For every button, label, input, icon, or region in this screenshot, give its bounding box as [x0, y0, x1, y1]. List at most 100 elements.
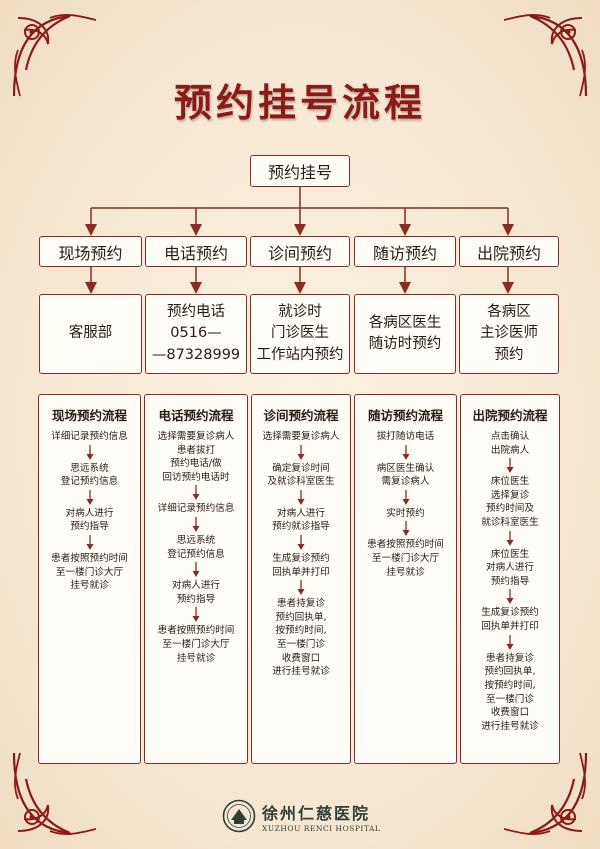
info-line: —87328999 — [151, 346, 241, 363]
info-line: 就诊时 — [278, 304, 322, 321]
flow-step: 思远系统登记预约信息 — [145, 534, 247, 561]
flow-step-line: 预约电话/做 — [170, 458, 222, 470]
flow-step-line: 需复诊病人 — [381, 476, 430, 488]
down-arrow-icon — [192, 485, 200, 501]
flow-step: 详细记录预约信息 — [39, 430, 140, 444]
flow-step-line: 思远系统 — [176, 535, 216, 547]
flow-step: 实时预约 — [355, 507, 456, 521]
flow-step-line: 预约就诊指导 — [272, 521, 330, 533]
down-arrow-icon — [506, 634, 514, 650]
flow-step: 患者按照预约时间至一楼门诊大厅挂号就诊 — [39, 552, 140, 593]
flow-step-line: 拔打随访电话 — [376, 431, 435, 442]
hospital-seal-icon — [222, 799, 256, 833]
down-arrow-icon — [86, 489, 93, 505]
down-arrow-icon — [192, 517, 200, 533]
flow-step-line: 就诊科室医生 — [481, 517, 539, 529]
flow-step: 病区医生确认需复诊病人 — [355, 462, 456, 489]
flow-step-line: 选择需要复诊病人 — [157, 431, 235, 442]
category-box: 诊间预约 — [250, 236, 350, 267]
corner-ornament-icon — [12, 14, 97, 97]
info-line: 门诊医生 — [271, 325, 329, 342]
flow-step-line: 回执单并打印 — [272, 566, 330, 578]
flow-step-line: 对病人进行 — [486, 562, 534, 574]
flow-step-line: 患者按照预约时间 — [51, 553, 128, 565]
flow-step: 床位医生对病人进行预约指导 — [461, 548, 559, 589]
flow-step-line: 至一楼门诊 — [277, 639, 325, 651]
flow-step-line: 预约指导 — [70, 521, 109, 533]
flow-step-line: 进行挂号就诊 — [272, 666, 330, 678]
info-line: 各病区医生 — [368, 314, 442, 331]
down-arrow-icon — [192, 607, 200, 623]
flow-step-line: 对病人进行 — [277, 507, 325, 519]
flow-step: 详细记录预约信息 — [145, 502, 247, 516]
flow-step-line: 预约指导 — [176, 593, 216, 605]
down-arrow-icon — [86, 444, 93, 460]
down-arrow-icon — [506, 530, 514, 546]
flow-step-line: 预约回执单, — [484, 666, 536, 678]
info-line: 主诊医师 — [480, 325, 538, 342]
flow-step-line: 生成复诊预约 — [481, 607, 539, 619]
down-arrow-icon — [192, 562, 200, 578]
root-node: 预约挂号 — [250, 155, 350, 187]
hospital-footer: 徐州仁慈医院 XUZHOU RENCI HOSPITAL — [222, 796, 392, 836]
flow-step-line: 对病人进行 — [172, 580, 220, 592]
flow-step-line: 患者持复诊 — [486, 652, 534, 664]
flow-step-line: 预约时间及 — [486, 503, 534, 515]
flow-step: 选择需要复诊病人 — [252, 430, 350, 444]
flow-step: 对病人进行预约指导 — [39, 507, 140, 534]
flow-step-line: 至一楼门诊大厅 — [162, 639, 230, 651]
flow-step: 患者按照预约时间至一楼门诊大厅挂号就诊 — [355, 538, 456, 579]
down-arrow-icon — [297, 444, 305, 460]
flow-step-line: 按预约时间, — [275, 625, 327, 637]
info-line: 预约电话 — [167, 304, 225, 321]
flow-step-line: 预约回执单, — [275, 611, 327, 623]
flow-step-line: 进行挂号就诊 — [481, 720, 539, 732]
down-arrow-icon — [86, 535, 93, 551]
flow-step-line: 至一楼门诊大厅 — [55, 566, 124, 578]
down-arrow-icon — [402, 489, 409, 505]
flow-step-line: 登记预约信息 — [60, 476, 119, 488]
flow-step-line: 收费窗口 — [281, 652, 321, 664]
info-line: 客服部 — [68, 325, 113, 342]
flow-step-line: 患者按照预约时间 — [367, 539, 444, 551]
category-box: 电话预约 — [145, 236, 247, 267]
flow-step-line: 选择复诊 — [490, 489, 530, 501]
flow-step-line: 生成复诊预约 — [272, 553, 330, 565]
flow-step-line: 床位医生 — [490, 548, 530, 560]
info-line: 各病区 — [487, 304, 531, 321]
flow-step-line: 患者拔打 — [176, 444, 216, 456]
flow-column: 诊间预约流程选择需要复诊病人确定复诊时间及就诊科室医生对病人进行预约就诊指导生成… — [251, 394, 351, 764]
flow-step-line: 收费窗口 — [490, 707, 530, 719]
corner-ornament-icon — [12, 752, 97, 835]
category-box: 随访预约 — [354, 236, 456, 267]
down-arrow-icon — [297, 489, 305, 505]
flow-step: 拔打随访电话 — [355, 430, 456, 444]
flow-step: 患者持复诊预约回执单,按预约时间,至一楼门诊收费窗口进行挂号就诊 — [252, 597, 350, 679]
down-arrow-icon — [297, 535, 305, 551]
flow-column: 电话预约流程选择需要复诊病人患者拔打预约电话/做回访预约电话时详细记录预约信息思… — [144, 394, 248, 764]
flow-title: 随访预约流程 — [367, 408, 443, 423]
flow-step: 床位医生选择复诊预约时间及就诊科室医生 — [461, 475, 559, 529]
flow-step-line: 出院病人 — [490, 444, 530, 456]
flow-step-line: 至一楼门诊大厅 — [371, 553, 440, 565]
flow-title: 现场预约流程 — [51, 408, 127, 423]
flow-step: 生成复诊预约回执单并打印 — [461, 606, 559, 633]
flow-step-line: 详细记录预约信息 — [157, 503, 235, 515]
flow-step-line: 选择需要复诊病人 — [262, 431, 340, 442]
flow-column: 出院预约流程点击确认出院病人床位医生选择复诊预约时间及就诊科室医生床位医生对病人… — [460, 394, 560, 764]
flow-step-line: 挂号就诊 — [176, 652, 216, 664]
category-box: 出院预约 — [459, 236, 559, 267]
hospital-name-en: XUZHOU RENCI HOSPITAL — [262, 823, 381, 833]
info-line: 预约 — [494, 346, 524, 363]
flow-step-line: 按预约时间, — [484, 679, 536, 691]
flow-step: 对病人进行预约指导 — [145, 579, 247, 606]
flow-step: 患者持复诊预约回执单,按预约时间,至一楼门诊收费窗口进行挂号就诊 — [461, 652, 559, 734]
info-box: 各病区主诊医师预约 — [459, 294, 559, 374]
flow-title: 电话预约流程 — [158, 408, 234, 423]
flow-step: 确定复诊时间及就诊科室医生 — [252, 462, 350, 489]
flow-step: 对病人进行预约就诊指导 — [252, 507, 350, 534]
hospital-name-cn: 徐州仁慈医院 — [262, 803, 371, 823]
flow-step: 患者按照预约时间至一楼门诊大厅挂号就诊 — [145, 624, 247, 665]
